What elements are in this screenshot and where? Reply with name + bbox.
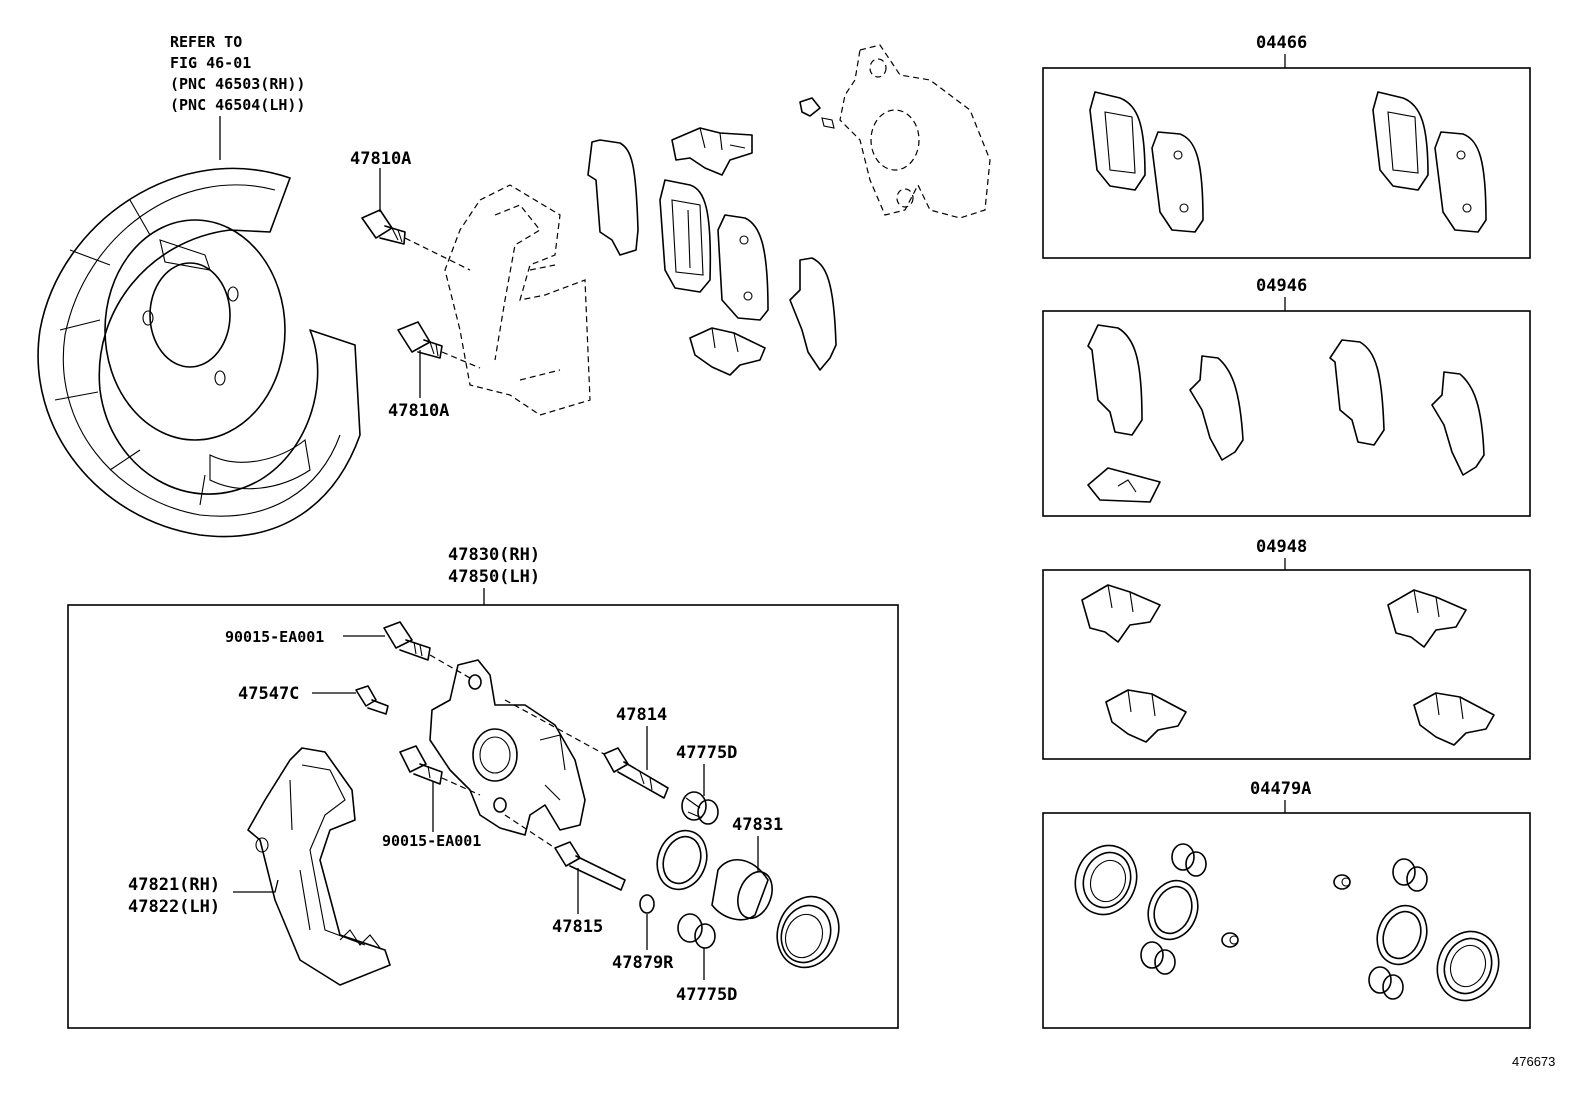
bolt-lower-assembly-line	[441, 777, 481, 796]
mount-bolt-upper-label: 47810A	[350, 149, 411, 169]
kit-4-code: 04479A	[1250, 779, 1311, 799]
kit-1-box	[1042, 67, 1531, 259]
reference-note: REFER TO FIG 46-01 (PNC 46503(RH)) (PNC …	[170, 33, 305, 160]
kit-1-pads	[1089, 91, 1487, 233]
bolt-lower	[399, 745, 443, 785]
caliper-mounting	[247, 747, 391, 986]
reference-note-line-2: FIG 46-01	[170, 54, 251, 72]
boot-lower	[677, 913, 716, 949]
support-plate-lower	[689, 327, 766, 376]
slide-pin-lower	[554, 841, 626, 891]
brake-pad-upper-1	[659, 179, 712, 293]
shim-inner-upper	[789, 257, 837, 371]
assembly-line-upper	[404, 237, 471, 271]
bolt-lower-label: 90015-EA001	[382, 832, 481, 850]
assembly-line-lower	[441, 351, 481, 369]
kit-4-cylinder-parts	[1074, 843, 1500, 1002]
kit-2-code: 04946	[1256, 276, 1307, 296]
support-plate-upper	[671, 127, 753, 176]
caliper-mounting-phantom	[444, 184, 591, 416]
bolt-upper-assembly-line	[429, 654, 471, 679]
kit-3-box	[1042, 569, 1531, 760]
kit-3-code: 04948	[1256, 537, 1307, 557]
caliper-assembly-phantom	[799, 44, 991, 219]
caliper-assy-lh-label: 47850(LH)	[448, 567, 540, 587]
caliper-assembly-box	[67, 604, 899, 1029]
brake-pad-upper-2	[717, 214, 769, 321]
piston	[711, 858, 773, 921]
figure-number: 476673	[1512, 1054, 1555, 1069]
bolt-upper	[383, 621, 431, 661]
piston-seal	[656, 829, 708, 891]
bushing	[639, 894, 655, 914]
pin-upper-label: 47814	[616, 705, 667, 725]
kit-2-box	[1042, 310, 1531, 517]
shim-outer-upper	[587, 139, 639, 256]
bolt-upper-label: 90015-EA001	[225, 628, 324, 646]
boot-upper-label: 47775D	[676, 743, 737, 763]
slide-pin-upper	[603, 747, 669, 799]
kit-2-shims	[1087, 324, 1485, 503]
boot-lower-label: 47775D	[676, 985, 737, 1005]
boot-upper	[681, 791, 719, 825]
kit-3-support-plates	[1081, 584, 1495, 746]
reference-note-line-1: REFER TO	[170, 33, 242, 51]
kit-4-box	[1042, 812, 1531, 1029]
bleeder-screw	[355, 685, 389, 715]
piston-label: 47831	[732, 815, 783, 835]
dust-cover	[37, 167, 361, 538]
pin-lower-label: 47815	[552, 917, 603, 937]
mount-bolt-lower-label: 47810A	[388, 401, 449, 421]
mount-bolt-lower	[397, 321, 443, 359]
mounting-rh-label: 47821(RH)	[128, 875, 220, 895]
bushing-label: 47879R	[612, 953, 674, 973]
reference-note-line-3: (PNC 46503(RH))	[170, 75, 305, 93]
reference-note-line-4: (PNC 46504(LH))	[170, 96, 305, 114]
kit-1-code: 04466	[1256, 33, 1307, 53]
piston-boot	[776, 895, 840, 969]
caliper-body	[429, 659, 586, 836]
mounting-lh-label: 47822(LH)	[128, 897, 220, 917]
bleeder-label: 47547C	[238, 684, 299, 704]
pin-upper-assembly-line	[504, 699, 605, 755]
caliper-assy-rh-label: 47830(RH)	[448, 545, 540, 565]
mount-bolt-upper	[361, 209, 406, 245]
mounting-leader	[233, 879, 279, 893]
